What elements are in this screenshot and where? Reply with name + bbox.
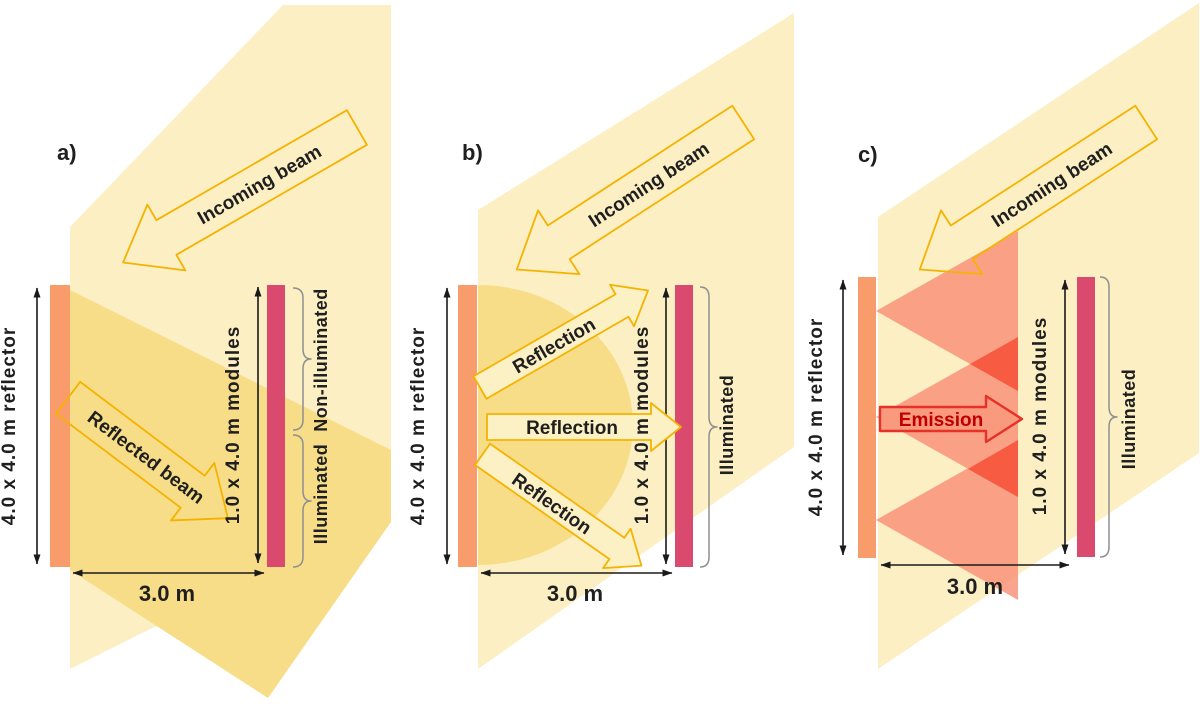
emission-overlap-top	[970, 337, 1018, 391]
non-illuminated-label: Non-illuminated	[311, 288, 331, 432]
emission-lobe-top	[876, 231, 1018, 391]
non-illuminated-brace	[292, 287, 312, 431]
distance-label: 3.0 m	[139, 581, 195, 606]
panel-letter: b)	[462, 140, 483, 165]
reflection-arrow-mid: Reflection	[486, 402, 682, 452]
illuminated-label: Illuminated	[717, 375, 737, 476]
modules-bar	[1077, 277, 1095, 557]
reflector-label: 4.0 x 4.0 m reflector	[408, 327, 429, 525]
reflection-label: Reflection	[526, 418, 618, 439]
distance-label: 3.0 m	[947, 574, 1003, 599]
modules-label: 1.0 x 4.0 m modules	[223, 326, 244, 525]
reflector-bar	[50, 285, 70, 567]
reflector-bar	[458, 285, 477, 567]
reflected-beam-area	[70, 290, 391, 698]
panel-a: Incoming beam Reflected beam a) 4.0 x 4.…	[0, 5, 391, 698]
panel-c: Incoming beam Emission c) 4.0 x 4.0 m re…	[806, 3, 1199, 669]
illuminated-label: Illuminated	[1119, 369, 1139, 470]
emission-arrow: Emission	[878, 394, 1024, 444]
emission-lobe-bottom	[876, 440, 1018, 600]
distance-label: 3.0 m	[547, 581, 603, 606]
emission-overlap-bottom	[968, 440, 1018, 497]
reflector-label: 4.0 x 4.0 m reflector	[0, 327, 20, 525]
panel-letter: a)	[57, 140, 77, 165]
modules-bar	[675, 285, 693, 567]
modules-bar	[267, 285, 285, 567]
reflector-bar	[858, 277, 876, 558]
modules-label: 1.0 x 4.0 m modules	[632, 326, 653, 525]
illuminated-label: Illuminated	[311, 444, 331, 545]
panel-b: Incoming beam Reflection Reflection Refl…	[408, 13, 794, 669]
modules-label: 1.0 x 4.0 m modules	[1030, 317, 1051, 516]
panel-letter: c)	[858, 142, 878, 167]
emission-label: Emission	[899, 410, 983, 431]
illuminated-brace	[699, 286, 718, 568]
illuminated-brace	[292, 434, 312, 568]
reflector-label: 4.0 x 4.0 m reflector	[806, 318, 827, 516]
illuminated-brace	[1099, 276, 1118, 558]
